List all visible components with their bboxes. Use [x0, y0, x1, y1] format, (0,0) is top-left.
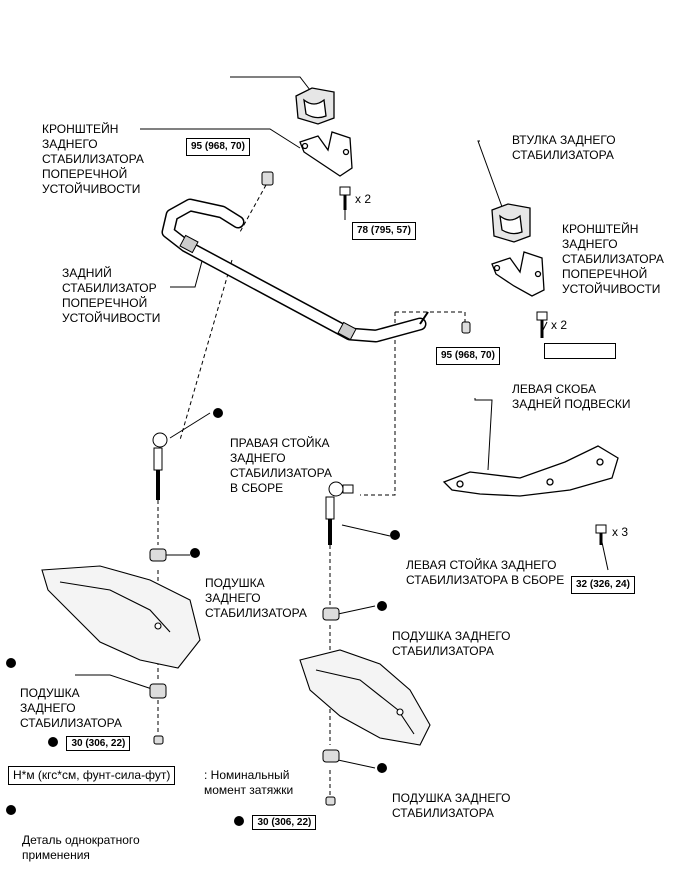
nut-95-right — [461, 321, 471, 334]
torque-30-left-row: 30 (306, 22) — [48, 733, 131, 751]
torque-30-right-row: 30 (306, 22) — [234, 812, 317, 830]
single-use-marker — [213, 408, 223, 418]
label-right-link: ПРАВАЯ СТОЙКА ЗАДНЕГО СТАБИЛИЗАТОРА В СБ… — [213, 406, 332, 511]
leader-cushion-4 — [337, 759, 376, 769]
leader-cushion-2 — [337, 605, 376, 615]
label-cushion-2-text: ПОДУШКА ЗАДНЕГО СТАБИЛИЗАТОРА — [392, 629, 511, 658]
leader-bracket-left — [140, 128, 301, 149]
label-cushion-1-text: ПОДУШКА ЗАДНЕГО СТАБИЛИЗАТОРА — [205, 576, 307, 620]
right-bracket-part — [491, 251, 545, 297]
bolt-left — [339, 186, 351, 210]
torque-blank — [544, 343, 616, 359]
bolt-right — [536, 311, 548, 338]
single-use-marker — [48, 737, 58, 747]
label-right-link-text: ПРАВАЯ СТОЙКА ЗАДНЕГО СТАБИЛИЗАТОРА В СБ… — [230, 436, 332, 495]
leader-right-link — [169, 412, 211, 439]
leader-cushion-3 — [75, 674, 156, 691]
label-cushion-4-text: ПОДУШКА ЗАДНЕГО СТАБИЛИЗАТОРА — [392, 791, 511, 820]
right-link-part — [152, 432, 168, 500]
legend-single-use: Деталь однократного применения — [6, 803, 140, 878]
label-bushing-right: ВТУЛКА ЗАДНЕГО СТАБИЛИЗАТОРА — [512, 133, 616, 162]
legend-single-use-text: Деталь однократного применения — [22, 833, 140, 862]
nut-95-left — [261, 171, 274, 186]
single-use-marker — [190, 548, 200, 558]
left-suspension-bracket-part — [442, 445, 619, 497]
legend-torque-unit: Н*м (кгс*см, фунт-сила-фут) — [8, 766, 176, 785]
single-use-marker — [6, 805, 16, 815]
label-cushion-3-text: ПОДУШКА ЗАДНЕГО СТАБИЛИЗАТОРА — [20, 686, 122, 730]
stabilizer-bar-part — [161, 198, 429, 343]
leader-left-link — [341, 524, 391, 537]
bolt-32 — [595, 524, 607, 545]
torque-95-left: 95 (968, 70) — [186, 138, 250, 156]
leader-stabilizer-bar — [170, 249, 206, 288]
leader-top-bushing — [230, 76, 311, 91]
legend-torque-desc: : Номинальный момент затяжки — [204, 768, 294, 797]
single-use-marker — [390, 530, 400, 540]
multiplier-x2-left: x 2 — [355, 192, 372, 206]
label-bracket-left: КРОНШТЕЙН ЗАДНЕГО СТАБИЛИЗАТОРА ПОПЕРЕЧН… — [42, 122, 144, 196]
exploded-view-drawing — [41, 76, 619, 806]
top-bushing-part — [295, 87, 335, 125]
label-cushion-4: ПОДУШКА ЗАДНЕГО СТАБИЛИЗАТОРА — [377, 761, 511, 836]
torque-30-right: 30 (306, 22) — [252, 815, 317, 830]
left-link-part — [325, 481, 354, 545]
label-cushion-3: ПОДУШКА ЗАДНЕГО СТАБИЛИЗАТОРА — [6, 656, 122, 746]
label-left-link-text: ЛЕВАЯ СТОЙКА ЗАДНЕГО СТАБИЛИЗАТОРА В СБО… — [406, 558, 565, 587]
single-use-marker — [377, 763, 387, 773]
label-left-suspension-bracket: ЛЕВАЯ СКОБА ЗАДНЕЙ ПОДВЕСКИ — [512, 382, 631, 411]
torque-32: 32 (326, 24) — [571, 576, 635, 594]
multiplier-x2-right: x 2 — [551, 318, 568, 332]
label-left-link: ЛЕВАЯ СТОЙКА ЗАДНЕГО СТАБИЛИЗАТОРА В СБО… — [390, 528, 564, 603]
label-cushion-2: ПОДУШКА ЗАДНЕГО СТАБИЛИЗАТОРА — [377, 599, 511, 674]
leader-left-bracket — [474, 398, 493, 471]
right-bushing-part — [491, 203, 531, 243]
cushion-parts — [149, 548, 340, 806]
leader-bushing-right — [477, 140, 506, 216]
label-cushion-1: ПОДУШКА ЗАДНЕГО СТАБИЛИЗАТОРА — [190, 546, 307, 636]
left-bracket-part — [299, 131, 353, 177]
suspension-arm-left — [41, 565, 201, 669]
label-bracket-right: КРОНШТЕЙН ЗАДНЕГО СТАБИЛИЗАТОРА ПОПЕРЕЧН… — [562, 222, 664, 296]
label-stabilizer-bar: ЗАДНИЙ СТАБИЛИЗАТОР ПОПЕРЕЧНОЙ УСТОЙЧИВО… — [62, 266, 161, 325]
single-use-marker — [377, 601, 387, 611]
torque-78: 78 (795, 57) — [352, 222, 416, 240]
torque-30-left: 30 (306, 22) — [66, 736, 131, 751]
multiplier-x3: x 3 — [612, 525, 629, 539]
suspension-arm-right — [299, 649, 431, 746]
torque-95-right: 95 (968, 70) — [436, 347, 500, 365]
single-use-marker — [234, 816, 244, 826]
single-use-marker — [6, 658, 16, 668]
